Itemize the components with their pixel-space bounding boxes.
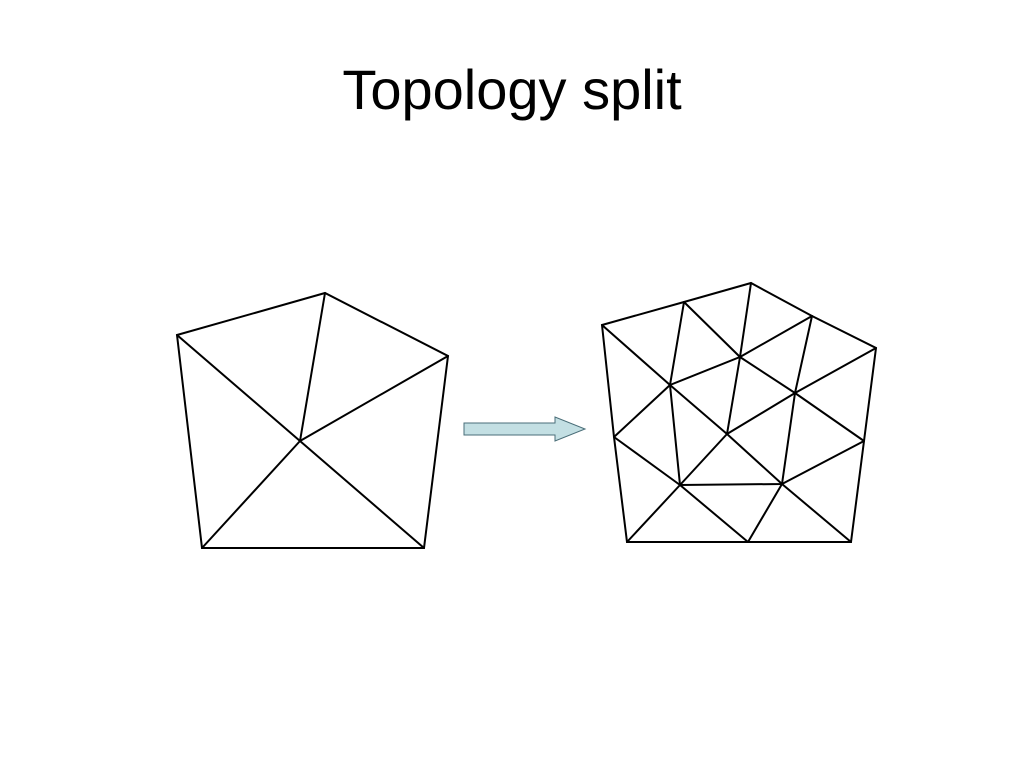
refined-mesh-inner-ring — [668, 355, 797, 487]
refined-mesh-edge — [794, 315, 813, 394]
refined-mesh-edge — [726, 356, 741, 435]
refined-mesh-edge — [781, 440, 865, 485]
coarse-mesh-spoke — [299, 355, 449, 442]
refined-mesh-edge — [626, 484, 681, 543]
refined-mesh-boundary — [600, 281, 878, 543]
refined-mesh-edge — [679, 433, 728, 486]
coarse-mesh-spoke — [201, 440, 301, 549]
refined-mesh-edge — [781, 483, 852, 543]
slide-title: Topology split — [342, 58, 682, 121]
arrow-right-icon — [463, 416, 587, 442]
refined-mesh-edge — [613, 384, 671, 438]
refined-mesh-edge — [794, 392, 865, 442]
coarse-mesh-boundary — [175, 291, 450, 549]
coarse-mesh — [175, 291, 450, 549]
refined-mesh-edge — [726, 392, 796, 435]
refined-mesh-edge — [747, 483, 783, 543]
refined-mesh-edge — [679, 484, 749, 543]
refined-mesh-edge — [739, 315, 813, 358]
coarse-mesh-spoke — [176, 334, 301, 442]
refined-mesh — [600, 281, 878, 543]
refined-mesh-edge — [726, 433, 783, 485]
coarse-mesh-spoke — [299, 440, 425, 549]
refined-mesh-edge — [669, 301, 685, 386]
refined-mesh-edge — [683, 301, 741, 358]
refined-mesh-edge — [601, 324, 671, 386]
refined-mesh-edge — [669, 384, 728, 435]
coarse-mesh-spoke — [299, 292, 326, 442]
refined-mesh-edge — [739, 282, 752, 358]
refined-mesh-edge — [794, 347, 877, 394]
refined-mesh-edge — [613, 436, 681, 486]
